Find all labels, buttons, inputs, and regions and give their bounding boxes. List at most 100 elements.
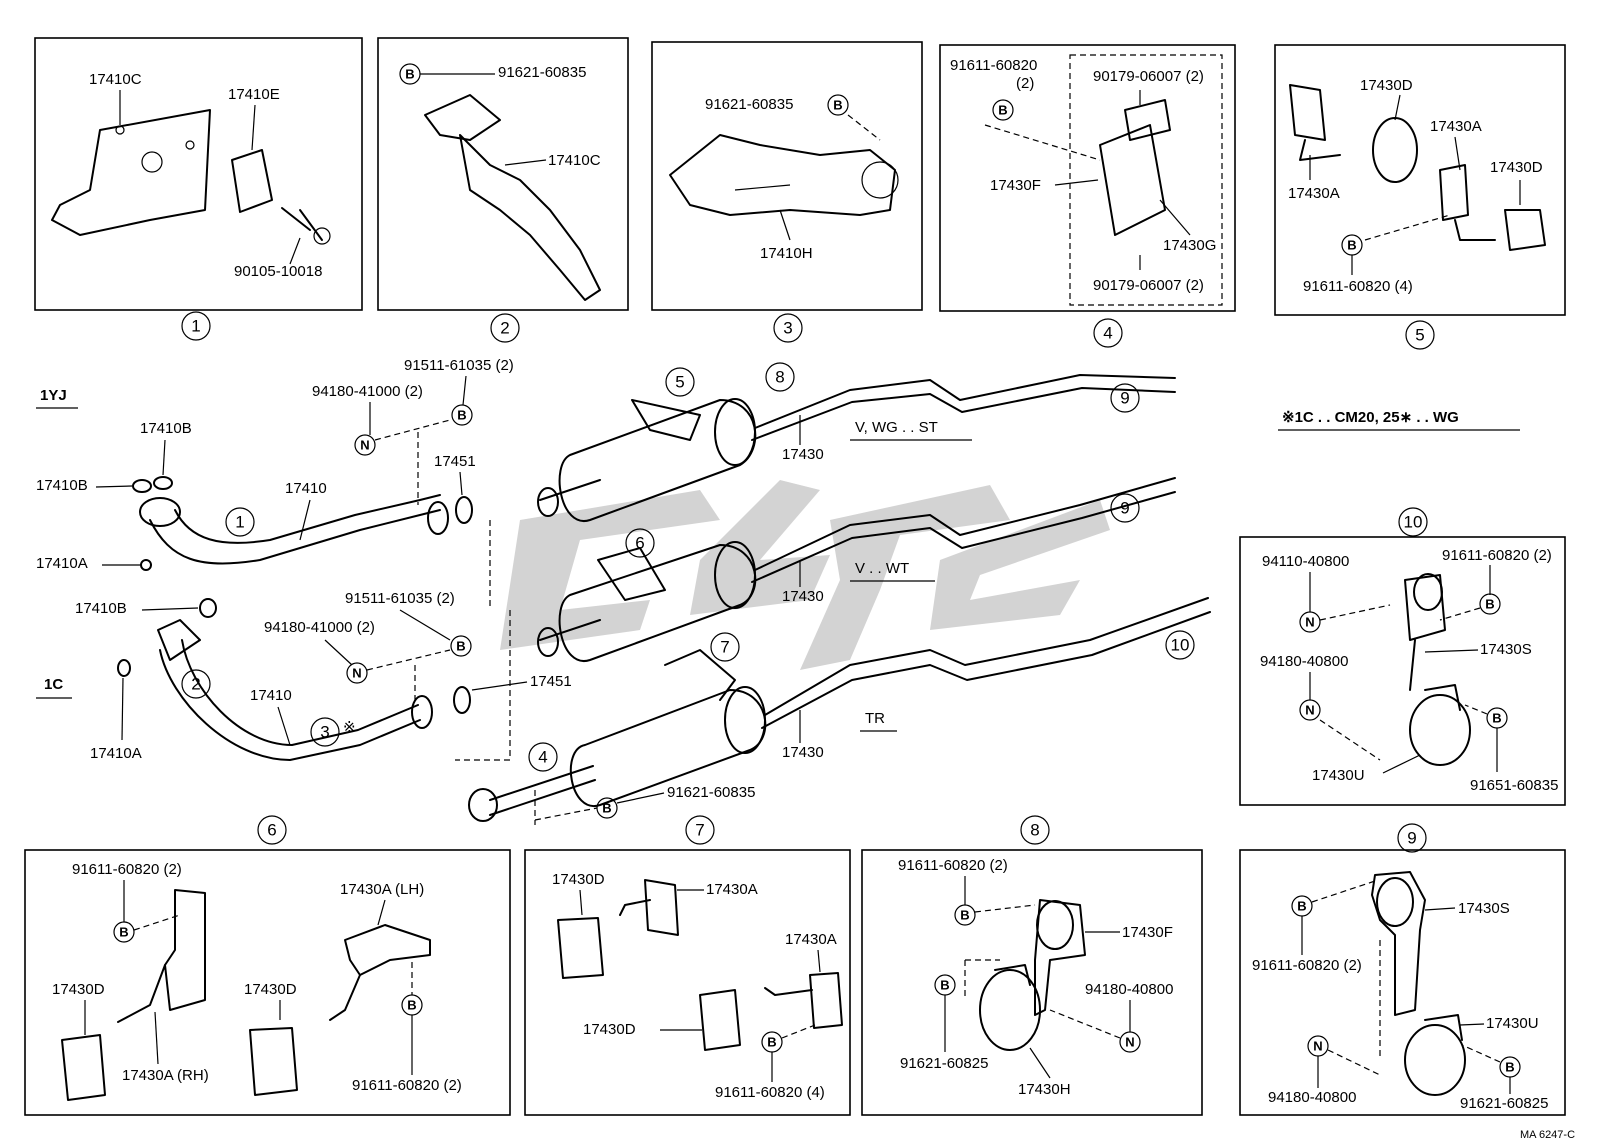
- label: 17430A (RH): [122, 1067, 209, 1084]
- ref-b: B: [456, 639, 465, 654]
- hanger-17430s-shape: [1404, 574, 1446, 641]
- label: 94180-40800: [1085, 981, 1173, 998]
- hanger-17430d-shape: [557, 917, 604, 979]
- label: 17430D: [1490, 159, 1543, 176]
- front-pipe-17410-lower: [159, 649, 421, 761]
- box-number: 2: [500, 319, 509, 338]
- hanger-rubber-shape: [1372, 117, 1418, 183]
- label: 17430D: [552, 871, 605, 888]
- hanger-17430d-shape: [249, 1027, 298, 1096]
- engine-1c-label: 1C: [44, 676, 63, 693]
- label: 17430D: [52, 981, 105, 998]
- ref-b: B: [767, 1035, 776, 1050]
- watermark: [500, 480, 1110, 670]
- label: 17430F: [990, 177, 1041, 194]
- main-assembly: 1YJ 1C ※1C . . CM20, 25∗ . . WG V, WG . …: [36, 357, 1520, 825]
- label: 17410C: [548, 152, 601, 169]
- label: 91611-60820 (2): [72, 861, 182, 878]
- part-label: 17410B: [75, 600, 127, 617]
- detail-box-8: 8 91611-60820 (2) B 17430F 94180-40800 N…: [861, 815, 1203, 1116]
- label: 17430D: [1360, 77, 1413, 94]
- ref-b: B: [1505, 1060, 1514, 1075]
- callout-2: 2: [191, 675, 200, 694]
- variant-tr-label: TR: [865, 710, 885, 727]
- gasket-17451-lower: [453, 686, 471, 714]
- part-label: 17430: [782, 744, 824, 761]
- bracket-shape: [1289, 84, 1326, 141]
- label: 17410E: [228, 86, 280, 103]
- detail-box-1: 17410C 17410E 90105-10018 1: [34, 37, 363, 341]
- ref-n: N: [1305, 703, 1314, 718]
- label: 17430A: [1288, 185, 1340, 202]
- front-pipe-17410-upper: [149, 509, 441, 565]
- ref-n: N: [1125, 1035, 1134, 1050]
- box-number: 5: [1415, 326, 1424, 345]
- callout-6: 6: [635, 534, 644, 553]
- ref-b: B: [602, 801, 611, 816]
- part-label: 17430: [782, 588, 824, 605]
- bracket-17410h-shape: [669, 134, 896, 216]
- label: 91611-60820 (2): [898, 857, 1008, 874]
- bolt-shape: [281, 207, 323, 241]
- label: 17430G: [1163, 237, 1216, 254]
- callout-10: 10: [1171, 636, 1190, 655]
- muffler-17430-lower: [569, 689, 767, 808]
- label: 91611-60820 (4): [1303, 278, 1413, 295]
- label: 17430D: [244, 981, 297, 998]
- part-label: 17451: [434, 453, 476, 470]
- detail-box-4: 91611-60820 (2) B 90179-06007 (2) 17430F…: [939, 44, 1236, 348]
- asterisk-mark: ※: [343, 719, 356, 736]
- ref-b: B: [1485, 597, 1494, 612]
- hanger-clamp-shape: [424, 94, 501, 141]
- ref-n: N: [352, 666, 361, 681]
- box-number: 4: [1103, 324, 1112, 343]
- hanger-17430d-shape: [699, 989, 741, 1051]
- part-label: 91511-61035 (2): [404, 357, 514, 374]
- ref-b: B: [1297, 899, 1306, 914]
- part-label: 17410: [285, 480, 327, 497]
- ref-n: N: [360, 438, 369, 453]
- ref-n: N: [1313, 1039, 1322, 1054]
- detail-box-6: 6 91611-60820 (2) B 17430D 17430A (RH) 1…: [24, 815, 511, 1116]
- hanger-7-shape: [664, 649, 736, 701]
- ref-b: B: [960, 908, 969, 923]
- bracket-shape: [1439, 164, 1469, 221]
- variant-note: ※1C . . CM20, 25∗ . . WG: [1282, 409, 1459, 426]
- clamp-17430h-shape: [979, 969, 1041, 1051]
- part-label: 91621-60835: [667, 784, 755, 801]
- label: 94180-40800: [1260, 653, 1348, 670]
- label: 17430A (LH): [340, 881, 424, 898]
- bracket-17410c-shape: [459, 134, 601, 301]
- ref-b: B: [457, 408, 466, 423]
- label: 17430F: [1122, 924, 1173, 941]
- clamp-17430u-shape: [1404, 1024, 1466, 1096]
- ref-b: B: [405, 67, 414, 82]
- muffler-17430-middle: [558, 544, 757, 662]
- mount-17430f-shape: [1099, 124, 1166, 236]
- bracket-17430a-shape: [809, 972, 843, 1029]
- label: 90105-10018: [234, 263, 322, 280]
- callout-9b: 9: [1120, 499, 1129, 518]
- part-label: 17410: [250, 687, 292, 704]
- label: 17410H: [760, 245, 813, 262]
- part-label: 17410A: [36, 555, 88, 572]
- part-label: 94180-41000 (2): [312, 383, 423, 400]
- hanger-17430f-shape: [1034, 899, 1086, 1016]
- variant-v-wt-label: V . . WT: [855, 560, 909, 577]
- ref-b: B: [998, 103, 1007, 118]
- box-number: 10: [1404, 513, 1423, 532]
- label: 90179-06007 (2): [1093, 277, 1204, 294]
- detail-box-9: 9 17430S B 91611-60820 (2) 17430U N 9418…: [1239, 823, 1566, 1116]
- label: 17430U: [1312, 767, 1365, 784]
- label: 91621-60835: [498, 64, 586, 81]
- label: 17430A: [706, 881, 758, 898]
- label: 91651-60835: [1470, 777, 1558, 794]
- label: 17430S: [1480, 641, 1532, 658]
- part-label: 17451: [530, 673, 572, 690]
- label: 94110-40800: [1262, 553, 1349, 570]
- box-number: 9: [1407, 829, 1416, 848]
- label: 17430A: [1430, 118, 1482, 135]
- detail-box-3: 91621-60835 B 17410H 3: [651, 41, 923, 343]
